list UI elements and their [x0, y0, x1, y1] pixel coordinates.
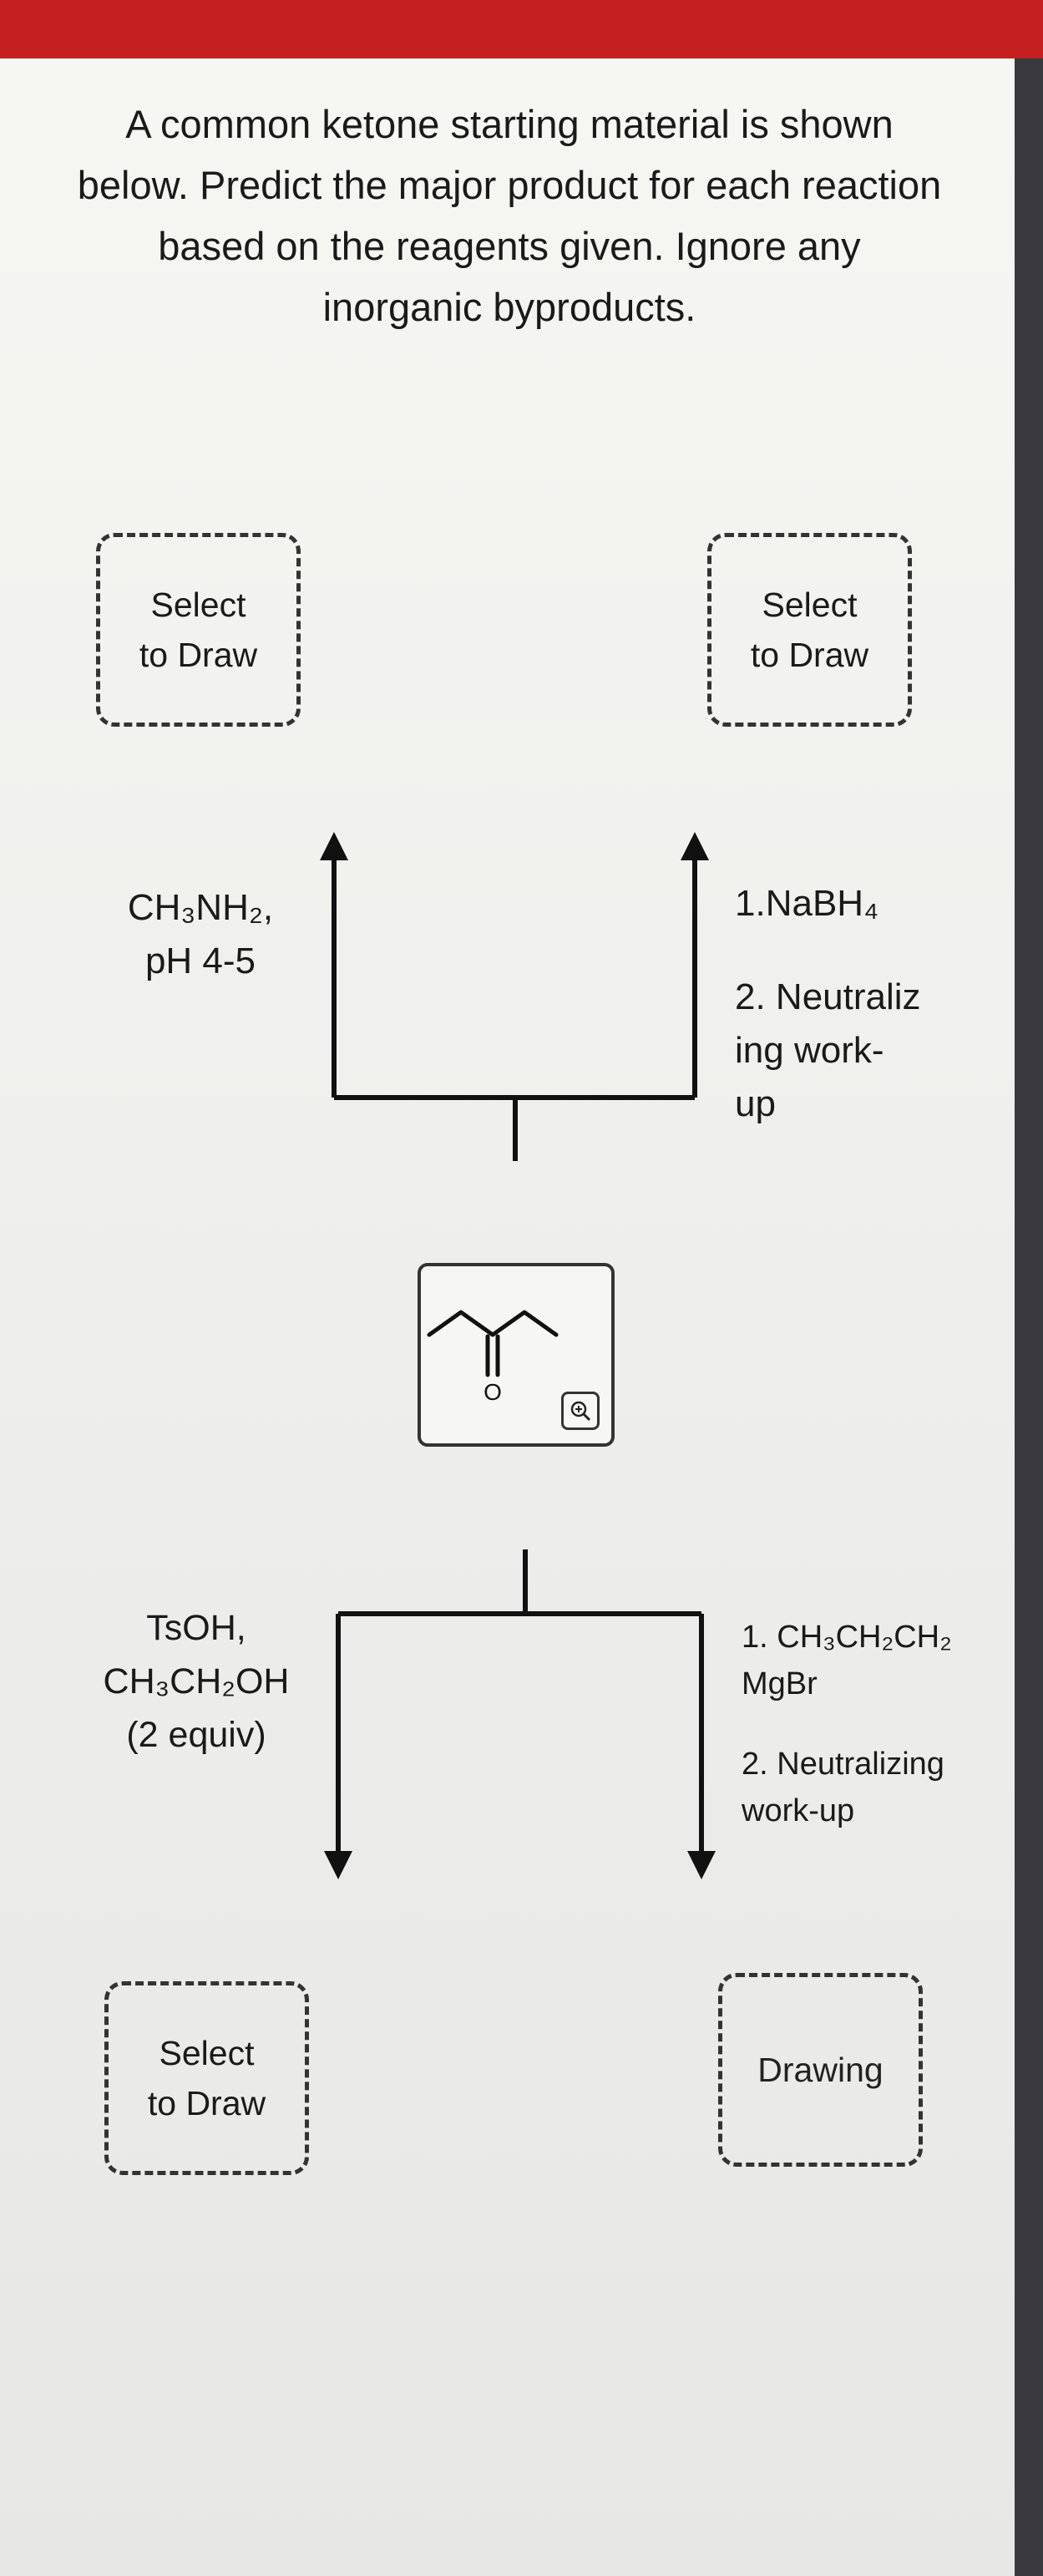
reagent-top-right-step2: 2. Neutraliz ing work- up: [735, 976, 921, 1124]
reagent-top-right: 1.NaBH₄ 2. Neutraliz ing work- up: [735, 877, 952, 1131]
draw-box-bottom-right[interactable]: Drawing: [718, 1973, 923, 2167]
draw-box-top-right[interactable]: Select to Draw: [707, 533, 912, 727]
magnify-plus-icon: [570, 1401, 591, 1422]
draw-box-bottom-left[interactable]: Select to Draw: [104, 1981, 309, 2175]
top-bar: [0, 0, 1043, 58]
reagent-bottom-right-step2: 2. Neutralizing work-up: [742, 1747, 944, 1828]
reagent-bottom-left: TsOH, CH₃CH₂OH (2 equiv): [103, 1608, 290, 1755]
reagent-top-right-step1: 1.NaBH₄: [735, 883, 879, 924]
reagent-top-left: CH₃NH₂, pH 4-5: [127, 887, 274, 981]
zoom-button[interactable]: [561, 1392, 600, 1430]
draw-box-top-left[interactable]: Select to Draw: [96, 533, 301, 727]
ketone-structure: O: [427, 1310, 559, 1405]
oxygen-label: O: [484, 1379, 502, 1405]
reagent-bottom-right-step1: 1. CH₃CH₂CH₂ MgBr: [742, 1620, 952, 1701]
carbon-skeleton: [427, 1310, 559, 1337]
question-text: A common ketone starting material is sho…: [77, 102, 942, 329]
reagent-bottom-right: 1. CH₃CH₂CH₂ MgBr 2. Neutralizing work-u…: [742, 1614, 992, 1834]
starting-material-box[interactable]: O: [418, 1263, 615, 1447]
window-edge: [1015, 58, 1043, 2576]
